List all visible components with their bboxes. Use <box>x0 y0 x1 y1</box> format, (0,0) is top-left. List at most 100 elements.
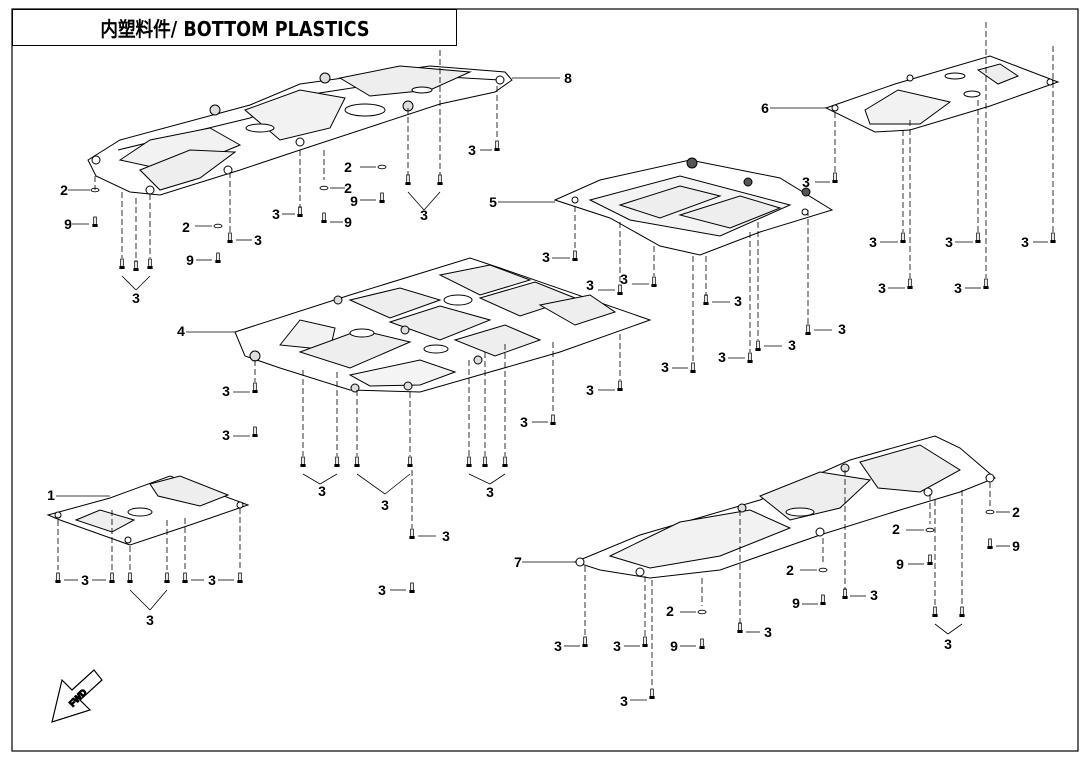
bolt-head <box>409 536 415 539</box>
callout-label: 2 <box>60 182 68 198</box>
callout-label: 3 <box>802 174 810 190</box>
leader-line <box>302 473 321 485</box>
washer <box>985 509 995 515</box>
bolt-head <box>617 388 623 391</box>
bolt-head <box>252 390 258 393</box>
bolt-head <box>582 644 588 647</box>
callout-label: 9 <box>896 556 904 572</box>
part-6-hole <box>944 72 966 80</box>
callout-label: 3 <box>81 572 89 588</box>
callout-label: 3 <box>869 234 877 250</box>
callout-label: 3 <box>945 234 953 250</box>
callout-label: 3 <box>318 483 326 499</box>
callout-label: 7 <box>514 554 522 570</box>
bolt-head <box>379 200 385 203</box>
part-5-bolt-hole <box>571 196 579 204</box>
callout-label: 3 <box>788 337 796 353</box>
part-8-bolt-hole <box>495 75 505 85</box>
part-1-slot <box>74 509 136 533</box>
callout-label: 3 <box>878 280 886 296</box>
bolt-head <box>494 148 500 151</box>
part-4-bolt-hole <box>400 325 410 335</box>
callout-label: 3 <box>554 638 562 654</box>
part-4-pad <box>538 294 617 326</box>
bolt-head <box>703 302 709 305</box>
part-5-bolt-hole <box>801 187 811 197</box>
callout-label: 3 <box>486 484 494 500</box>
callout-label: 3 <box>442 528 450 544</box>
callout-label: 3 <box>378 582 386 598</box>
part-4-bolt-hole <box>249 350 261 362</box>
leader-line <box>947 623 963 635</box>
callout-label: 6 <box>761 100 769 116</box>
part-7-rib-b <box>759 471 872 521</box>
bolt-head <box>842 596 848 599</box>
bolt-head <box>133 268 139 271</box>
part-4-bolt-hole <box>350 383 360 393</box>
part-6-raised-pad <box>864 89 952 125</box>
part-5-bolt-hole <box>801 208 809 216</box>
callout-label: 3 <box>954 280 962 296</box>
callout-label: 2 <box>344 159 352 175</box>
part-8-skid-plate <box>87 65 513 196</box>
bolt-head <box>215 260 221 263</box>
part-4-hole <box>423 344 449 354</box>
bolt-head <box>642 644 648 647</box>
callout-label: 3 <box>620 271 628 287</box>
part-8-bolt-hole <box>91 155 101 165</box>
callout-label: 3 <box>718 349 726 365</box>
part-4-pad <box>298 329 412 369</box>
washer <box>377 164 387 170</box>
callout-label: 3 <box>542 249 550 265</box>
washer <box>213 223 223 229</box>
page-title: 内塑料件/ BOTTOM PLASTICS <box>99 17 370 41</box>
part-7-skid-plate <box>573 435 996 579</box>
part-4-pad <box>348 359 457 387</box>
callout-label: 9 <box>350 193 358 209</box>
bolt-head <box>737 630 743 633</box>
leader-line <box>384 473 411 495</box>
callout-label: 5 <box>489 194 497 210</box>
leader-line <box>135 275 151 291</box>
part-1-bolt-hole <box>236 501 244 509</box>
leader-line <box>423 191 441 211</box>
washer <box>697 609 707 615</box>
bolt-head <box>502 464 508 467</box>
part-7-rib-c <box>859 444 961 493</box>
callout-label: 3 <box>420 207 428 223</box>
part-5-plate <box>553 157 834 256</box>
leader-line <box>934 623 949 635</box>
part-6-bolt-hole <box>906 74 914 82</box>
part-1-plate <box>46 475 250 546</box>
callout-label: 3 <box>734 293 742 309</box>
outer-border <box>11 8 1079 752</box>
leader-line <box>489 473 506 485</box>
callout-label: 9 <box>670 638 678 654</box>
leader-line <box>319 473 338 485</box>
part-1-raised-pad <box>149 475 230 507</box>
callout-label: 3 <box>764 624 772 640</box>
bolt-head <box>932 614 938 617</box>
leader-line <box>121 275 137 291</box>
part-7-bolt-hole <box>635 567 645 577</box>
bolt-head <box>237 580 243 583</box>
bolt-head <box>649 696 655 699</box>
callout-label: 2 <box>344 180 352 196</box>
part-6-slot <box>976 63 1020 85</box>
washer <box>818 567 828 573</box>
callout-label: 3 <box>146 612 154 628</box>
part-8-bolt-hole <box>223 165 233 175</box>
bolt-head <box>147 266 153 269</box>
part-4-bolt-hole <box>403 381 413 391</box>
bolt-head <box>407 464 413 467</box>
bolt-head <box>334 464 340 467</box>
part-8-rib-b <box>139 149 237 191</box>
bolt-head <box>805 332 811 335</box>
part-4-bolt-hole <box>473 355 483 365</box>
part-1-hole <box>127 507 153 517</box>
callout-label: 3 <box>520 414 528 430</box>
bolt-head <box>820 602 826 605</box>
callout-label: 9 <box>344 214 352 230</box>
title-box: 内塑料件/ BOTTOM PLASTICS <box>12 9 457 46</box>
part-6-outline <box>824 55 1060 133</box>
